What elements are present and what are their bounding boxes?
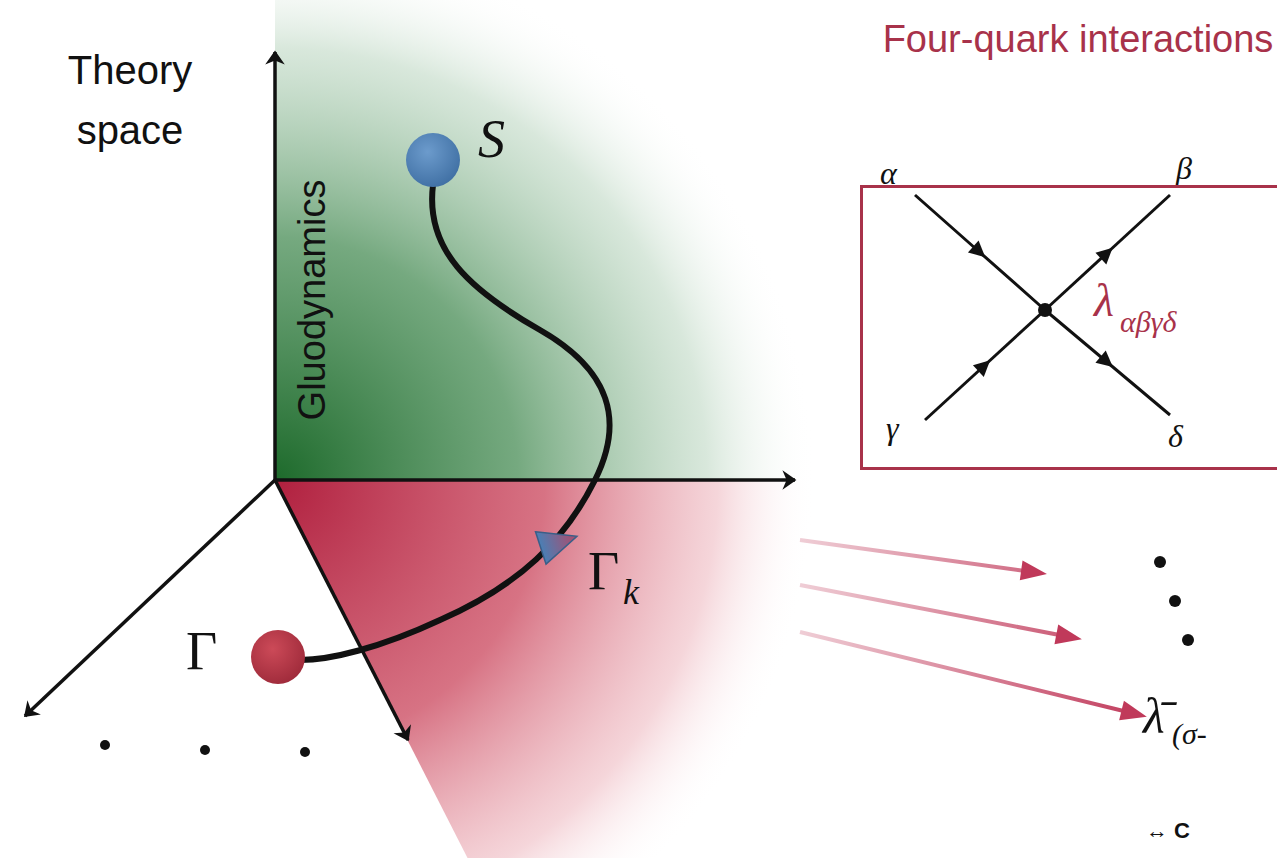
gluodynamics-region (275, 0, 815, 480)
box-heading: Four-quark interactions (863, 13, 1277, 65)
coupling-symbol: λ (1094, 274, 1114, 327)
coupling-indices: αβγδ (1120, 304, 1176, 339)
bare-action-dot (406, 133, 460, 187)
flow-trajectory (300, 185, 610, 660)
index-label: β (1176, 150, 1192, 187)
effective-action-dot (251, 630, 305, 684)
quark-region (275, 480, 815, 858)
vertex-dot (1038, 303, 1052, 317)
projection-arrows (800, 540, 1140, 715)
axis-label: Gluodynamics (290, 180, 334, 421)
flow-subscript: k (623, 572, 639, 613)
coupling-symbol: λ̄ (1143, 688, 1165, 745)
coupling-channel: (σ- (1172, 716, 1207, 751)
flow-label: Γ (588, 540, 619, 602)
note-text: ↔ C (1146, 818, 1190, 843)
index-label: γ (886, 410, 899, 447)
effective-action-label: Γ (186, 620, 217, 682)
axes (25, 52, 795, 740)
vertical-ellipsis (1154, 556, 1194, 646)
ellipsis-dots (100, 740, 310, 757)
action-label: S (478, 108, 505, 170)
axis-title: Theory space (30, 40, 230, 160)
index-label: δ (1168, 418, 1183, 455)
flow-arrowhead (536, 520, 583, 564)
interaction-box: Four-quark interactions (860, 185, 1277, 470)
